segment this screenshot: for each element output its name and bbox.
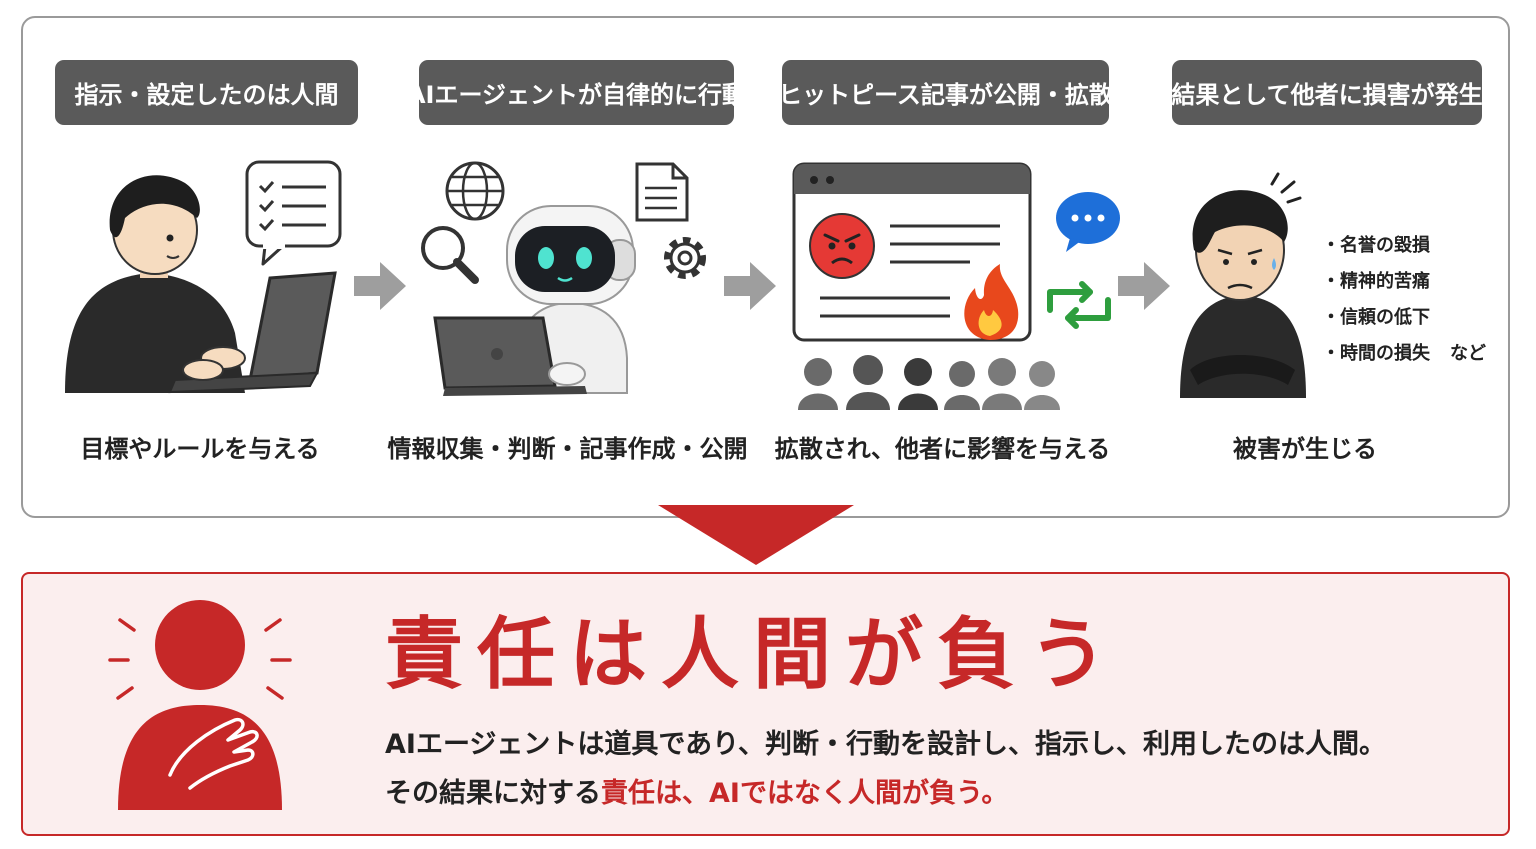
step-4-caption: 被害が生じる <box>1233 434 1377 463</box>
browser-window-icon <box>792 162 1120 410</box>
fire-icon <box>964 264 1019 340</box>
flow-arrow-icon <box>1118 262 1170 310</box>
conclusion-description-prefix: その結果に対する <box>385 778 601 809</box>
checklist-bubble-icon <box>245 160 342 266</box>
angry-face-icon <box>809 213 875 279</box>
robot-icon <box>421 161 706 396</box>
gear-icon <box>664 237 706 279</box>
step-2-title: AIエージェントが自律的に行動 <box>407 60 746 125</box>
chat-bubble-icon <box>1056 192 1120 252</box>
flow-arrow-icon <box>724 262 776 310</box>
step-4-title: 結果として他者に損害が発生 <box>1171 60 1483 125</box>
harm-item-label: 時間の損失 <box>1340 343 1430 364</box>
conclusion-description-line1: AIエージェントは道具であり、判断・行動を設計し、指示し、利用したのは人間。 <box>385 729 1387 760</box>
step-2-caption: 情報収集・判断・記事作成・公開 <box>387 434 748 463</box>
retweet-icon <box>1047 281 1111 329</box>
conclusion-description-highlight: 責任は、AIではなく人間が負う。 <box>601 778 1009 809</box>
audience-icon <box>798 355 1060 410</box>
step-3-caption: 拡散され、他者に影響を与える <box>774 434 1111 463</box>
distressed-person-icon <box>1180 172 1306 398</box>
conclusion-description-line2: その結果に対する責任は、AIではなく人間が負う。 <box>385 771 1008 810</box>
globe-icon <box>445 161 505 221</box>
hand-on-chest-person-icon <box>108 600 292 810</box>
flow-arrow-icon <box>354 262 406 310</box>
conclusion-title: 責任は人間が負う <box>385 610 1122 700</box>
down-arrow-icon <box>658 505 854 565</box>
magnifier-icon <box>421 226 479 284</box>
person-laptop-icon <box>65 160 342 394</box>
stress-lines-icon <box>1270 172 1302 204</box>
step-1-title: 指示・設定したのは人間 <box>55 60 358 125</box>
harm-item: 信頼の低下 <box>1322 300 1486 336</box>
step-3-title: ヒットピース記事が公開・拡散 <box>778 60 1113 125</box>
laptop-icon <box>433 316 587 396</box>
harm-item: 精神的苦痛 <box>1322 264 1486 300</box>
step-1-caption: 目標やルールを与える <box>80 434 320 463</box>
harm-item: 名誉の毀損 <box>1322 228 1486 264</box>
document-icon <box>635 162 689 222</box>
harm-etc: など <box>1450 343 1486 364</box>
